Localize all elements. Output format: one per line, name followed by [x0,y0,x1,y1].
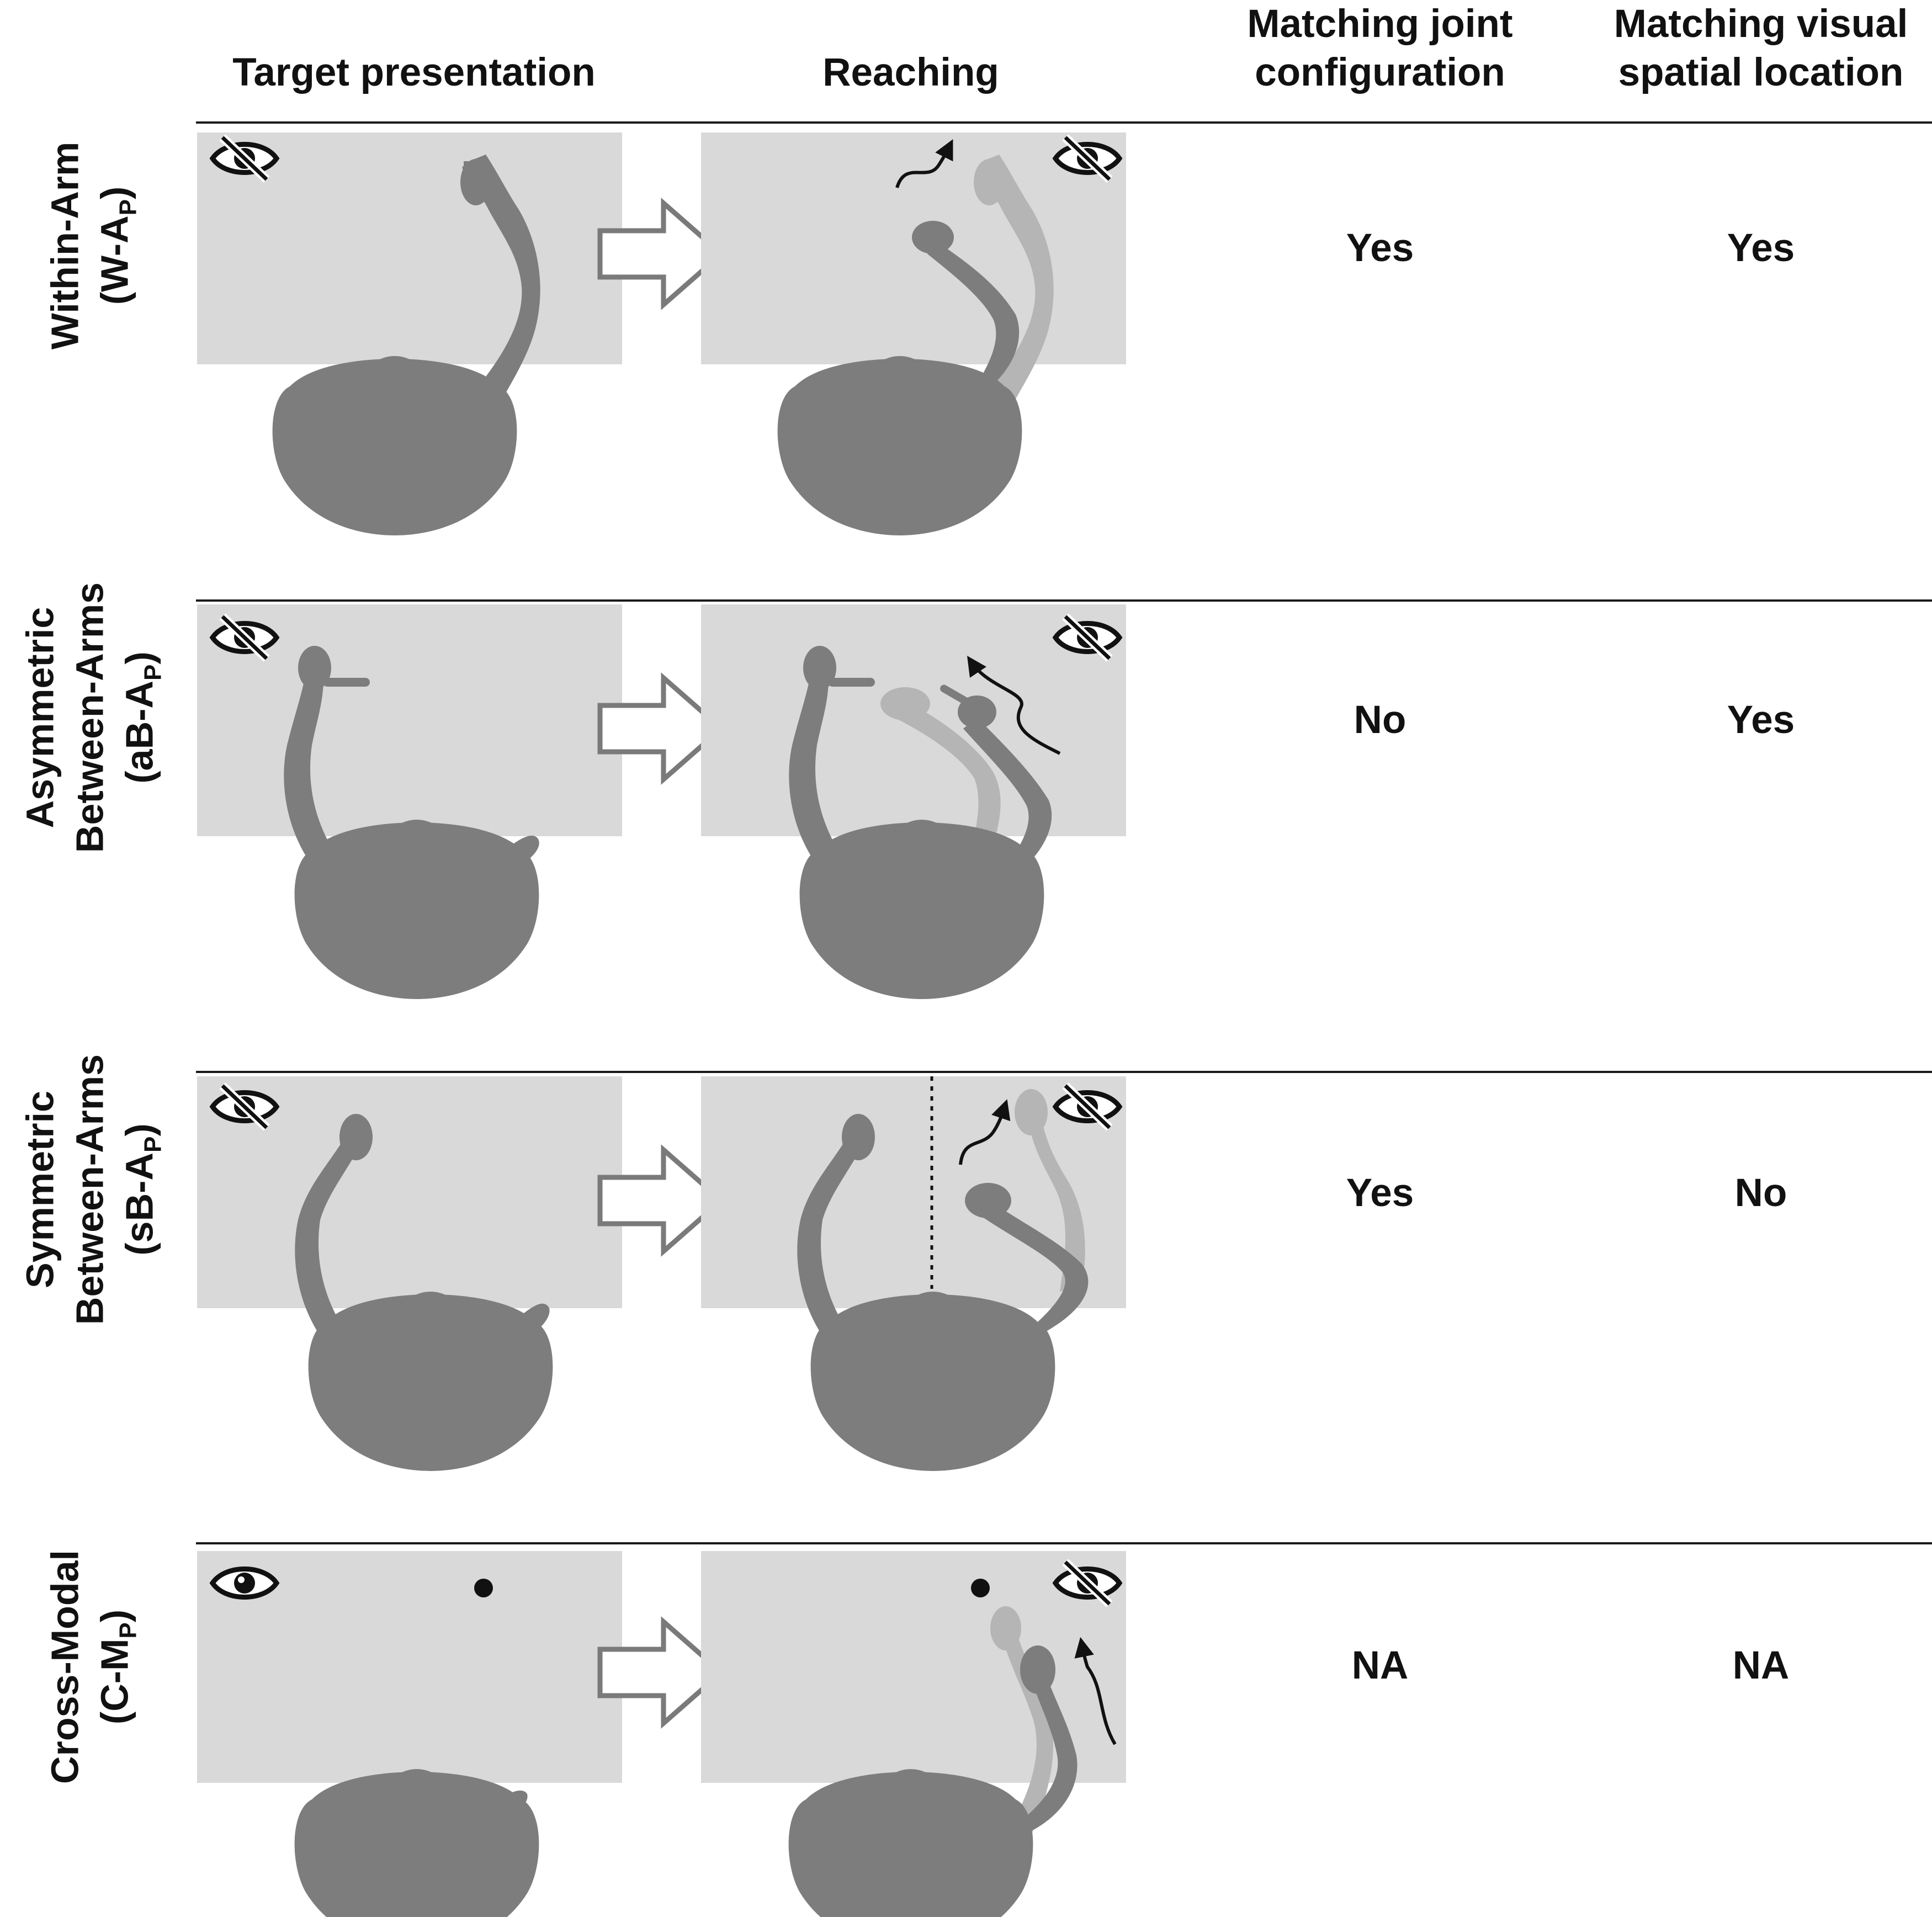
row2-reaching-person [789,646,1052,999]
row1-visual-value: Yes [1727,226,1795,270]
target-dot-icon [474,1579,493,1597]
row3-joint-value: Yes [1346,1171,1414,1215]
row-divider-3 [196,1071,1932,1073]
motion-arrow-icon [1074,1637,1117,1745]
header-joint-line1: Matching joint [1247,2,1513,46]
eye-slash-icon [1055,1562,1119,1604]
row4-target-person [294,1769,539,1917]
row3-target-panel [197,1076,622,1471]
target-dot-icon [971,1579,990,1597]
row3-reaching-person [797,1114,1089,1471]
row1-reaching-person [777,221,1022,535]
motion-arrow-icon [959,1099,1011,1165]
motion-arrow-icon [895,139,953,188]
eye-slash-icon [213,1086,277,1128]
row1-target-panel [197,132,622,535]
row2-target-person [284,646,539,999]
row2-reaching-panel [701,604,1126,999]
row4-reaching-panel [701,1551,1126,1917]
header-matching-joint: Matching joint configuration [1203,0,1557,97]
row3-target-person [295,1114,553,1471]
header-visual-line1: Matching visual [1613,2,1908,46]
hollow-arrow-icon [600,678,721,779]
row-label-asymmetric-between-arms: Asymmetric Between-Arms (aB-AP) [18,582,167,853]
row-label-cross-modal: Cross-Modal (C-MP) [43,1550,142,1784]
row4-target-panel [197,1551,622,1917]
eye-slash-icon [1055,137,1119,179]
eye-slash-icon [213,617,277,659]
eye-slash-icon [1055,617,1119,659]
motion-arrow-icon [967,656,1061,755]
row2-ghost-arm [880,687,1001,889]
row2-visual-value: Yes [1727,698,1795,742]
row3-visual-value: No [1734,1171,1787,1215]
hollow-arrow-icon [600,1150,721,1251]
row1-joint-value: Yes [1346,226,1414,270]
hollow-arrow-icon [600,203,721,305]
header-target-presentation: Target presentation [232,51,596,94]
row-label-symmetric-between-arms: Symmetric Between-Arms (sB-AP) [18,1054,167,1325]
header-reaching: Reaching [822,51,999,94]
row4-joint-value: NA [1351,1644,1409,1687]
row1-reaching-panel [701,132,1126,535]
row4-ghost-arm [990,1606,1054,1833]
row4-reaching-person [788,1645,1078,1917]
row3-reaching-panel [701,1076,1126,1471]
row4-visual-value: NA [1732,1644,1790,1687]
eye-icon [213,1569,277,1597]
eye-slash-icon [213,137,277,179]
header-matching-visual: Matching visual spatial location [1579,0,1932,97]
row1-ghost-arm [974,155,1054,419]
header-joint-line2: configuration [1255,51,1505,94]
header-visual-line2: spatial location [1618,51,1904,94]
row2-target-panel [197,604,622,999]
row1-target-person [272,155,540,535]
hollow-arrow-icon [600,1622,721,1723]
row-divider-1 [196,121,1932,124]
row-divider-2 [196,599,1932,602]
row3-ghost-arm [1015,1089,1085,1292]
row2-joint-value: No [1354,698,1406,742]
eye-slash-icon [1055,1086,1119,1128]
row-label-within-arm: Within-Arm (W-AP) [43,141,142,350]
row-divider-4 [196,1542,1932,1544]
